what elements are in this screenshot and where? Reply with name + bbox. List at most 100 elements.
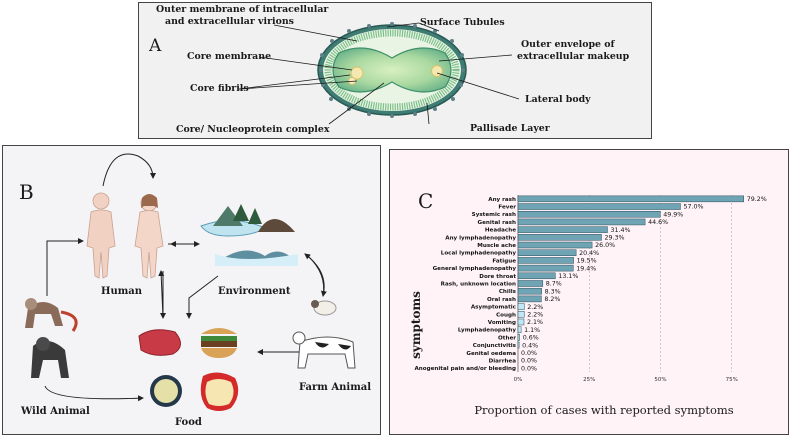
category-label: Fatigue bbox=[492, 258, 516, 264]
value-label: 79.2% bbox=[747, 196, 767, 203]
label-lateral-body: Lateral body bbox=[525, 94, 591, 105]
label-surface-tubules: Surface Tubules bbox=[420, 17, 505, 28]
bar bbox=[517, 334, 520, 341]
value-label: 13.1% bbox=[558, 273, 578, 280]
label-core-fibrils: Core fibrils bbox=[190, 83, 249, 94]
category-label: Any rash bbox=[488, 197, 516, 203]
label-core-membrane: Core membrane bbox=[187, 51, 271, 62]
value-label: 2.2% bbox=[527, 304, 543, 311]
category-label: Cough bbox=[496, 312, 516, 318]
value-label: 20.4% bbox=[579, 250, 599, 257]
value-label: 29.3% bbox=[605, 235, 625, 242]
chart-plot-area: 0% 25% 50% 75% Any rash 79.2% Fever 57.0% System… bbox=[414, 195, 767, 383]
value-label: 0.0% bbox=[521, 350, 537, 357]
x-tick-label: 50% bbox=[654, 377, 666, 383]
bar bbox=[517, 303, 525, 310]
x-tick-label: 75% bbox=[726, 377, 738, 383]
bar bbox=[517, 226, 608, 233]
category-label: Conjunctivitis bbox=[473, 343, 517, 349]
value-label: 8.7% bbox=[546, 281, 562, 288]
category-label: Chills bbox=[499, 289, 517, 295]
x-tick-label: 0% bbox=[514, 377, 523, 383]
value-label: 31.4% bbox=[610, 227, 630, 234]
bar bbox=[517, 249, 577, 256]
bar bbox=[517, 264, 574, 272]
virion-illustration bbox=[317, 22, 467, 118]
value-label: 8.3% bbox=[545, 288, 561, 295]
wild-animal-icon bbox=[25, 298, 78, 378]
category-label: Genital oedema bbox=[466, 351, 516, 357]
panel-a-leader-lines bbox=[238, 22, 520, 125]
panel-b-letter: B bbox=[19, 180, 34, 204]
human-figures-icon bbox=[86, 192, 164, 279]
value-label: 0.4% bbox=[522, 342, 538, 349]
panel-b-transmission-cycle: B Human Environment bbox=[2, 145, 381, 435]
value-label: 8.2% bbox=[544, 296, 560, 303]
value-label: 57.0% bbox=[683, 204, 703, 211]
category-label: Muscle ache bbox=[477, 243, 516, 249]
value-label: 0.6% bbox=[523, 335, 539, 342]
category-label: Asymptomatic bbox=[471, 305, 516, 311]
category-label: Vomiting bbox=[488, 320, 516, 326]
label-pallisade-layer: Pallisade Layer bbox=[470, 123, 551, 134]
value-label: 0.0% bbox=[521, 365, 537, 372]
value-label: 19.5% bbox=[577, 258, 597, 265]
label-human: Human bbox=[101, 286, 143, 297]
category-label: Dore throat bbox=[479, 274, 516, 280]
category-label: Anogenital pain and/or bleeding bbox=[414, 366, 516, 372]
category-label: Fever bbox=[498, 205, 516, 211]
label-outer-membrane-line-1: Outer membrane of intracellular bbox=[156, 4, 329, 15]
environment-icon bbox=[200, 204, 298, 266]
label-outer-envelope-line-1: Outer envelope of bbox=[521, 39, 616, 50]
label-outer-envelope-line-2: extracellular makeup bbox=[517, 51, 630, 62]
category-label: General lymphadenopathy bbox=[433, 266, 517, 272]
value-label: 26.0% bbox=[595, 242, 615, 249]
label-food: Food bbox=[175, 417, 202, 428]
label-core-complex: Core/ Nucleoprotein complex bbox=[176, 124, 330, 135]
bar bbox=[517, 234, 602, 241]
bar bbox=[517, 210, 661, 218]
food-icon bbox=[138, 328, 239, 411]
panel-a-letter: A bbox=[148, 36, 162, 56]
panel-c-symptom-chart: C symptoms Proportion of cases with repo… bbox=[389, 149, 789, 435]
value-label: 0.0% bbox=[521, 358, 537, 365]
value-label: 1.1% bbox=[524, 327, 540, 334]
category-label: Local lymphadenopathy bbox=[441, 251, 517, 257]
chart-xlabel: Proportion of cases with reported sympto… bbox=[474, 403, 733, 417]
value-label: 19.4% bbox=[576, 265, 596, 272]
bar bbox=[517, 195, 744, 203]
bar bbox=[517, 311, 525, 318]
category-label: Oral rash bbox=[487, 297, 516, 303]
bar bbox=[517, 280, 544, 287]
value-label: 44.6% bbox=[648, 219, 668, 226]
bar bbox=[517, 341, 520, 349]
label-wild-animal: Wild Animal bbox=[20, 406, 90, 417]
category-label: Diarrhea bbox=[489, 358, 517, 364]
label-environment: Environment bbox=[218, 286, 291, 297]
category-label: Headache bbox=[485, 228, 516, 234]
farm-animal-icon bbox=[292, 300, 356, 369]
bar bbox=[517, 218, 646, 226]
bar bbox=[517, 295, 542, 303]
bar bbox=[517, 318, 525, 326]
bar bbox=[517, 241, 593, 249]
label-farm-animal: Farm Animal bbox=[299, 382, 371, 393]
x-tick-label: 25% bbox=[583, 377, 595, 383]
label-outer-membrane-line-2: and extracellular virions bbox=[165, 16, 294, 27]
chart-ylabel: symptoms bbox=[409, 291, 423, 359]
value-label: 49.9% bbox=[663, 211, 683, 218]
value-label: 2.2% bbox=[527, 311, 543, 318]
category-label: Systemic rash bbox=[472, 212, 516, 218]
category-label: Genital rash bbox=[478, 220, 516, 226]
category-label: Any lymphadenopathy bbox=[445, 235, 516, 241]
category-label: Lymphadenopathy bbox=[458, 328, 516, 334]
bar bbox=[517, 272, 556, 280]
bar bbox=[517, 257, 574, 264]
transmission-arrows bbox=[44, 238, 327, 402]
panel-a-virion-structure: A bbox=[138, 2, 652, 139]
panel-c-letter: C bbox=[418, 189, 433, 213]
category-label: Rash, unknown location bbox=[441, 282, 516, 288]
bar bbox=[517, 326, 522, 333]
value-label: 2.1% bbox=[527, 319, 543, 326]
category-label: Other bbox=[498, 335, 516, 341]
